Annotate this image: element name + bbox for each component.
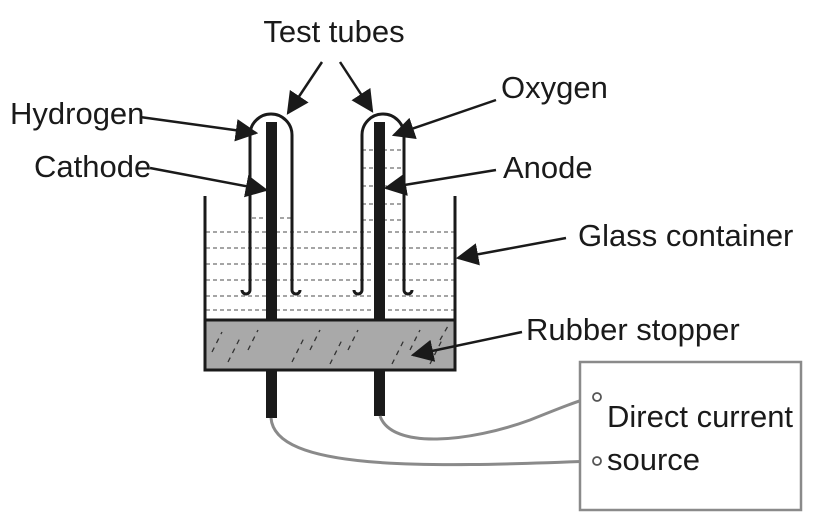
label-cathode: Cathode bbox=[34, 149, 151, 184]
label-dc-source-line2: source bbox=[607, 442, 700, 477]
wires bbox=[269, 395, 594, 467]
label-test-tubes: Test tubes bbox=[263, 14, 404, 49]
hydrogen-arrow bbox=[139, 115, 259, 142]
cathode-electrode bbox=[266, 122, 277, 320]
label-dc-source-line1: Direct current bbox=[607, 399, 793, 434]
cathode-wire bbox=[269, 417, 594, 467]
dc-source bbox=[578, 360, 803, 512]
cathode-arrow bbox=[149, 166, 269, 198]
water bbox=[206, 149, 454, 311]
rubber-stopper bbox=[203, 318, 457, 372]
terminal-positive bbox=[592, 392, 602, 402]
cathode-terminal bbox=[266, 370, 277, 418]
oxygen-arrow bbox=[391, 98, 497, 140]
glass-container-arrow bbox=[455, 236, 567, 266]
test-tubes-arrow-right bbox=[338, 61, 374, 113]
label-rubber-stopper: Rubber stopper bbox=[526, 312, 740, 347]
glass-container bbox=[203, 196, 457, 320]
anode-terminal bbox=[374, 370, 385, 416]
label-anode: Anode bbox=[503, 150, 593, 185]
anode-arrow bbox=[383, 168, 497, 196]
label-glass-container: Glass container bbox=[578, 218, 793, 253]
anode-electrode bbox=[374, 122, 385, 320]
arrows bbox=[139, 61, 567, 362]
anode-wire bbox=[378, 395, 594, 441]
label-oxygen: Oxygen bbox=[501, 70, 608, 105]
label-hydrogen: Hydrogen bbox=[10, 96, 144, 131]
terminal-negative bbox=[592, 456, 602, 466]
test-tubes-arrow-left bbox=[286, 61, 324, 115]
rubber-stopper-arrow bbox=[410, 330, 523, 362]
